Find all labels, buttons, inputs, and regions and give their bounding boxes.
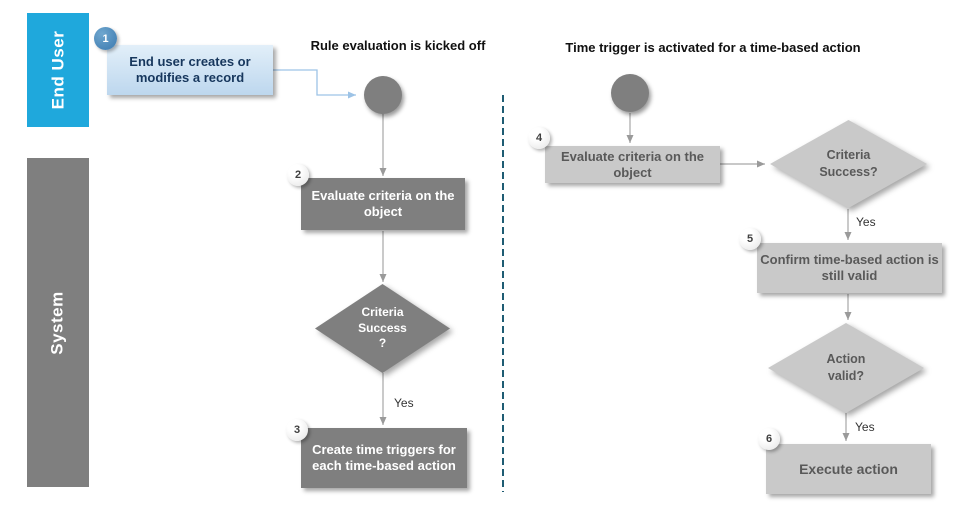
decision-action-valid: Action valid? [768, 323, 924, 413]
step-6-label: Execute action [799, 460, 898, 477]
step-4-label: Evaluate criteria on the object [560, 148, 705, 180]
yes-label-left: Yes [394, 396, 414, 410]
lane-end-user-label: End User [48, 30, 68, 110]
yes-label-right-1: Yes [856, 215, 876, 229]
step-6-box: Execute action [766, 444, 931, 494]
step-1-badge: 1 [94, 27, 117, 50]
connector-step1-to-start [273, 69, 356, 99]
decision-action-valid-label: Action valid? [768, 323, 924, 413]
start-node-right [611, 74, 649, 112]
start-node-left [364, 76, 402, 114]
step-1-box: End user creates or modifies a record [107, 45, 273, 95]
step-6-badge: 6 [758, 428, 780, 450]
decision-criteria-success-left: Criteria Success ? [315, 284, 450, 373]
step-4-box: Evaluate criteria on the object [545, 146, 720, 183]
step-1-label: End user creates or modifies a record [129, 53, 251, 85]
flow-title-time-trigger: Time trigger is activated for a time-bas… [565, 40, 861, 55]
flow-title-rule-evaluation: Rule evaluation is kicked off [310, 38, 486, 53]
decision-criteria-success-right-label: Criteria Success? [770, 120, 927, 208]
lane-end-user: End User [27, 13, 89, 127]
step-3-label: Create time triggers for each time-based… [312, 441, 456, 473]
step-2-box: Evaluate criteria on the object [301, 178, 465, 230]
step-3-badge: 3 [286, 419, 308, 441]
step-2-label: Evaluate criteria on the object [311, 187, 455, 219]
yes-label-right-2: Yes [855, 420, 875, 434]
decision-criteria-success-right: Criteria Success? [770, 120, 927, 208]
step-5-badge: 5 [739, 228, 761, 250]
step-2-badge: 2 [287, 164, 309, 186]
decision-criteria-success-left-label: Criteria Success ? [315, 284, 450, 373]
step-3-box: Create time triggers for each time-based… [301, 428, 467, 488]
lane-system: System [27, 158, 89, 487]
step-5-label: Confirm time-based action is still valid [760, 252, 939, 283]
lane-system-label: System [48, 290, 68, 355]
step-5-box: Confirm time-based action is still valid [757, 243, 942, 293]
step-4-badge: 4 [528, 127, 550, 149]
